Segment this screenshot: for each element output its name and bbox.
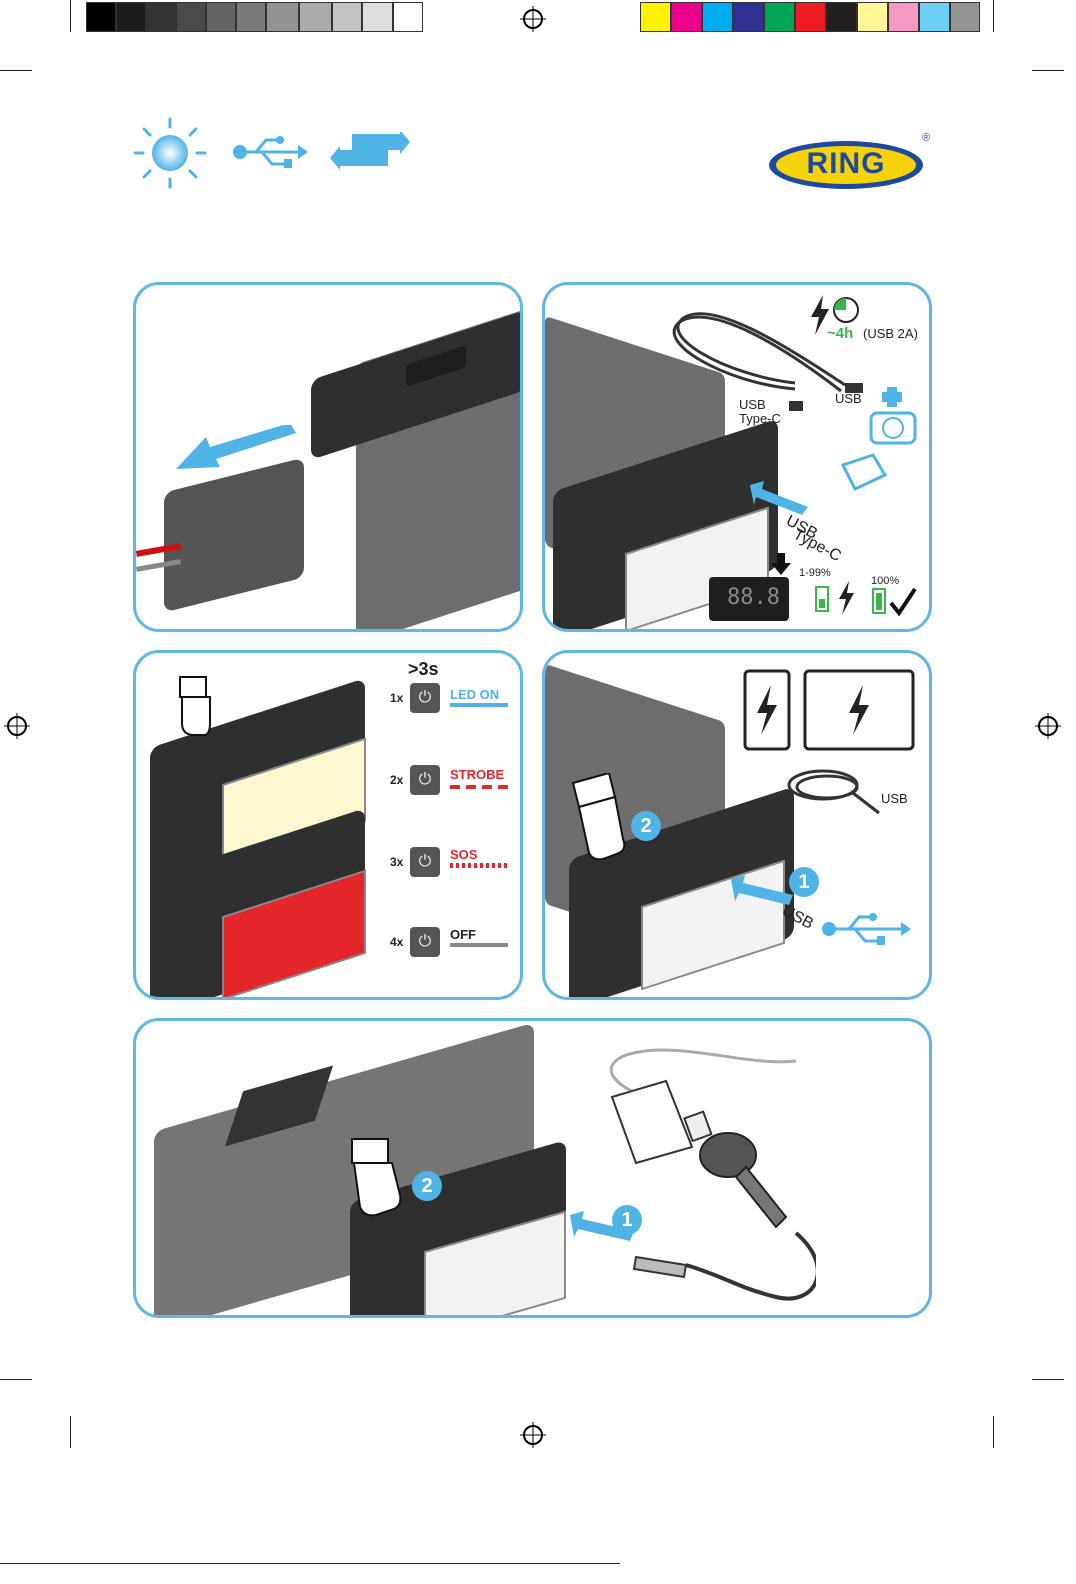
step-2-badge: 2 xyxy=(631,811,661,841)
mode-4-line xyxy=(450,943,508,947)
charging-bolt-small-icon xyxy=(837,581,855,615)
registration-mark-left-icon xyxy=(2,711,32,741)
step-2-badge: 2 xyxy=(412,1171,442,1201)
mode-2-label: STROBE xyxy=(450,767,504,782)
cable-label-type-c: Type-C xyxy=(739,411,781,426)
wall-socket-icon xyxy=(863,387,923,447)
usb-icon xyxy=(232,134,308,170)
charge-time: ~4h xyxy=(827,325,853,342)
usb-symbol-icon xyxy=(821,911,911,947)
pointing-hand-icon xyxy=(569,773,629,863)
battery-charging-icon xyxy=(809,583,835,615)
mode-1-line xyxy=(450,703,508,707)
mode-2-count: 2x xyxy=(390,773,403,787)
level-full-label: 100% xyxy=(871,575,899,587)
registration-mark-right-icon xyxy=(1033,711,1063,741)
panel-usb-output: USB 2 1 USB xyxy=(542,650,932,1000)
uk-plug-icon xyxy=(833,445,893,505)
battery-full-check-icon xyxy=(871,587,931,617)
panel-remove-cover xyxy=(133,282,523,632)
car-socket-cable-icon xyxy=(596,1037,816,1317)
panel-car-adapter: 2 1 xyxy=(133,1018,932,1318)
panel-light-modes: >3s 1x ⏻ LED ON 2x ⏻ STROBE 3x ⏻ SOS 4x … xyxy=(133,650,523,1000)
ring-logo-text: RING xyxy=(768,147,924,181)
usb-cable-icon xyxy=(783,763,883,823)
down-arrow-icon xyxy=(771,553,791,575)
mode-1-label: LED ON xyxy=(450,687,499,702)
cable-label-usb: USB xyxy=(881,791,908,806)
pointing-hand-icon xyxy=(348,1133,408,1219)
mode-3-label: SOS xyxy=(450,847,477,862)
mode-3-count: 3x xyxy=(390,855,403,869)
mode-1-count: 1x xyxy=(390,691,403,705)
clock-icon xyxy=(831,295,861,325)
charge-display-digits: 88.8 xyxy=(727,585,780,610)
phone-icon xyxy=(743,669,793,753)
insert-arrow-icon xyxy=(750,481,810,521)
pointing-hand-icon xyxy=(176,673,216,743)
swap-arrows-icon xyxy=(330,132,410,172)
panel-charge: USB Type-C USB ~4h (USB 2A) USB Type-C 8… xyxy=(542,282,932,632)
charge-display: 88.8 xyxy=(709,577,789,621)
registration-mark-top-icon xyxy=(518,4,548,34)
registration-mark-bottom-icon xyxy=(518,1420,548,1450)
ring-logo: RING ® xyxy=(768,140,932,190)
level-partial-label: 1-99% xyxy=(799,567,831,579)
sun-icon xyxy=(130,116,210,190)
mode-3-line xyxy=(450,863,508,868)
mode-4-label: OFF xyxy=(450,927,476,942)
mode-3-power-button-icon: ⏻ xyxy=(410,847,440,877)
cable-label-usb-c: USB xyxy=(739,397,766,412)
charge-time-note: (USB 2A) xyxy=(863,326,918,341)
mode-2-line xyxy=(450,785,508,789)
mode-4-power-button-icon: ⏻ xyxy=(410,927,440,957)
mode-1-power-button-icon: ⏻ xyxy=(410,683,440,713)
hold-duration: >3s xyxy=(408,659,439,680)
mode-2-power-button-icon: ⏻ xyxy=(410,765,440,795)
mode-4-count: 4x xyxy=(390,935,403,949)
tablet-icon xyxy=(803,669,915,753)
step-1-badge: 1 xyxy=(789,867,819,897)
registered-mark: ® xyxy=(922,132,930,144)
cable-label-usb: USB xyxy=(835,391,862,406)
